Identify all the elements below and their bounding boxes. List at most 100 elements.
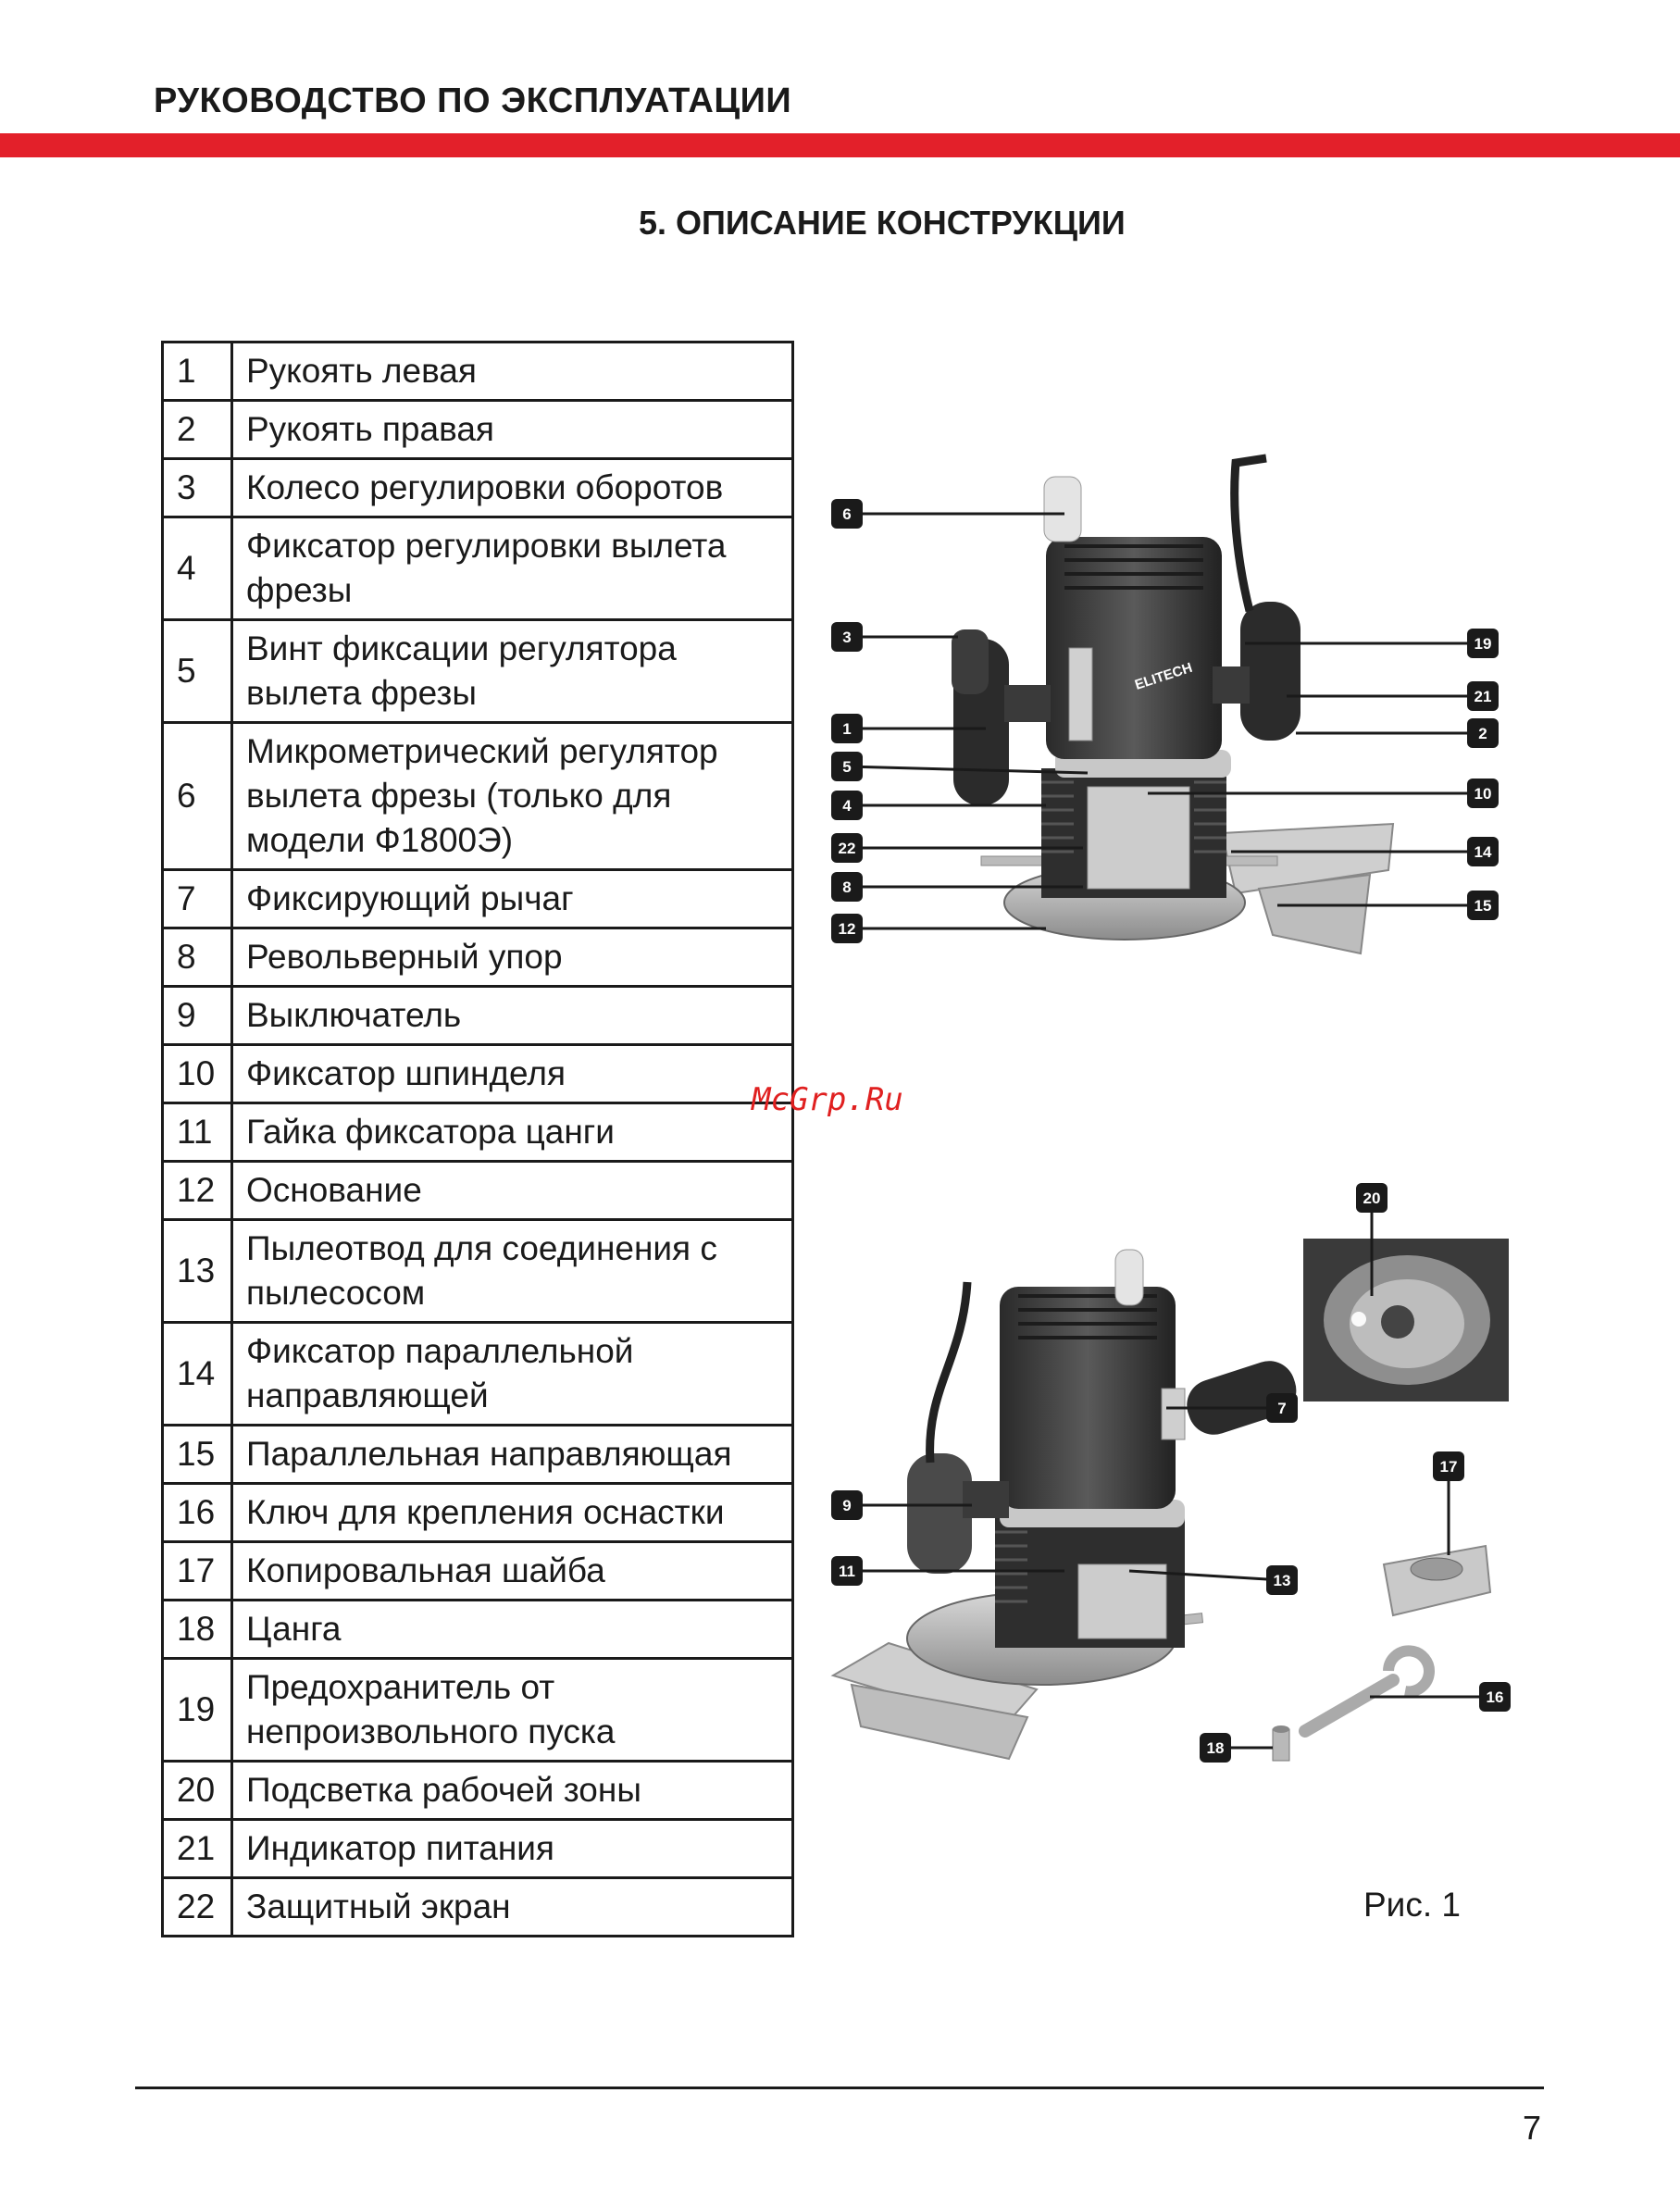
part-number: 14 xyxy=(161,1321,233,1426)
part-number: 12 xyxy=(161,1160,233,1221)
callout-badge xyxy=(1433,1451,1464,1481)
header-title: РУКОВОДСТВО ПО ЭКСПЛУАТАЦИИ xyxy=(154,81,792,120)
part-description: Параллельная направляющая xyxy=(230,1424,794,1485)
wrench xyxy=(1299,1645,1435,1738)
work-light-inset xyxy=(1303,1239,1509,1401)
part-description: Рукоять правая xyxy=(230,399,794,460)
part-number: 2 xyxy=(161,399,233,460)
callout-leader xyxy=(846,765,1089,775)
part-description: Подсветка рабочей зоны xyxy=(230,1760,794,1821)
part-description: Основание xyxy=(230,1160,794,1221)
part-description: Фиксатор шпинделя xyxy=(230,1043,794,1104)
callout-badge xyxy=(831,1490,863,1520)
callout-badge xyxy=(831,791,863,820)
part-description: Фиксатор параллельной направляющей xyxy=(230,1321,794,1426)
callout-badge xyxy=(831,833,863,863)
callout-number: 14 xyxy=(1475,843,1492,861)
part-number: 13 xyxy=(161,1218,233,1324)
part-description: Винт фиксации регулятора вылета фрезы xyxy=(230,618,794,724)
part-number: 6 xyxy=(161,721,233,871)
callout-number: 21 xyxy=(1475,688,1492,705)
callout-number: 13 xyxy=(1274,1572,1291,1589)
callout-badge xyxy=(831,872,863,902)
part-description: Рукоять левая xyxy=(230,341,794,402)
callout-number: 10 xyxy=(1475,785,1492,803)
callout-number: 15 xyxy=(1475,897,1492,915)
part-description: Микрометрический регулятор вылета фрезы … xyxy=(230,721,794,871)
callout-number: 6 xyxy=(842,505,851,523)
part-number: 1 xyxy=(161,341,233,402)
callout-number: 9 xyxy=(842,1497,851,1514)
router-bottom-view xyxy=(830,1249,1297,1761)
part-number: 21 xyxy=(161,1818,233,1879)
watermark: McGrp.Ru xyxy=(752,1081,903,1118)
callout-number: 18 xyxy=(1207,1739,1225,1757)
part-description: Защитный экран xyxy=(230,1876,794,1937)
part-description: Цанга xyxy=(230,1599,794,1660)
part-number: 10 xyxy=(161,1043,233,1104)
callout-badge xyxy=(1467,718,1499,748)
callout-badge xyxy=(1266,1565,1298,1595)
callout-number: 16 xyxy=(1487,1688,1504,1706)
callout-badge xyxy=(831,622,863,652)
callout-badge xyxy=(831,499,863,529)
callout-number: 20 xyxy=(1363,1190,1381,1207)
router-top-view: ELITECH xyxy=(952,454,1395,955)
callout-badge xyxy=(1200,1733,1231,1763)
copy-washer xyxy=(1382,1544,1492,1617)
callout-number: 1 xyxy=(842,720,851,738)
part-description: Фиксатор регулировки вылета фрезы xyxy=(230,516,794,621)
part-number: 4 xyxy=(161,516,233,621)
callout-badge xyxy=(1467,837,1499,866)
callout-badge xyxy=(1467,891,1499,920)
callout-badge xyxy=(831,914,863,943)
collet xyxy=(1272,1725,1290,1762)
part-description: Предохранитель от непроизвольного пуска xyxy=(230,1657,794,1763)
part-number: 5 xyxy=(161,618,233,724)
part-number: 9 xyxy=(161,985,233,1046)
part-description: Гайка фиксатора цанги xyxy=(230,1102,794,1163)
callout-number: 4 xyxy=(842,797,852,815)
footer-rule xyxy=(135,2087,1544,2089)
part-description: Выключатель xyxy=(230,985,794,1046)
callout-number: 19 xyxy=(1475,635,1492,653)
callout-badge xyxy=(831,714,863,743)
callout-number: 8 xyxy=(842,878,851,896)
header-accent-bar xyxy=(0,133,1680,157)
callout-badge xyxy=(1467,779,1499,808)
part-number: 7 xyxy=(161,868,233,929)
part-number: 18 xyxy=(161,1599,233,1660)
part-number: 15 xyxy=(161,1424,233,1485)
callout-badge xyxy=(1479,1682,1511,1712)
part-number: 11 xyxy=(161,1102,233,1163)
part-description: Фиксирующий рычаг xyxy=(230,868,794,929)
part-number: 19 xyxy=(161,1657,233,1763)
page-number: 7 xyxy=(1523,2109,1542,2147)
callout-badge xyxy=(1356,1183,1388,1213)
part-number: 22 xyxy=(161,1876,233,1937)
part-number: 3 xyxy=(161,457,233,518)
callout-badge xyxy=(1266,1393,1298,1423)
callout-number: 12 xyxy=(839,920,856,938)
callout-number: 11 xyxy=(839,1563,855,1580)
section-title: 5. ОПИСАНИЕ КОНСТРУКЦИИ xyxy=(639,204,1126,242)
part-number: 16 xyxy=(161,1482,233,1543)
part-description: Пылеотвод для соединения с пылесосом xyxy=(230,1218,794,1324)
